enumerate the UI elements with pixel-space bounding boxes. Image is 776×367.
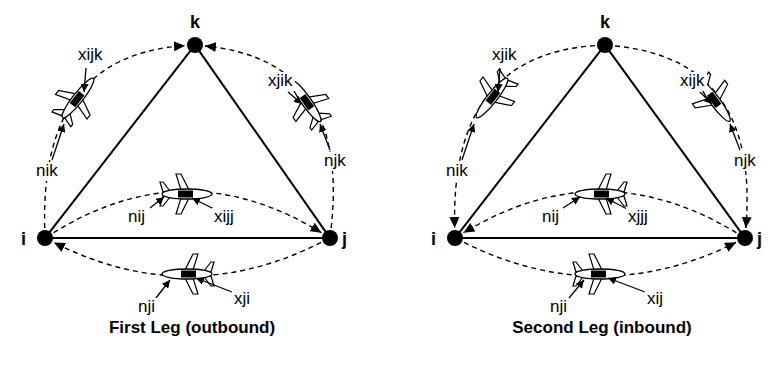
variable-label: xjik bbox=[266, 72, 295, 91]
airplane bbox=[46, 66, 110, 132]
network-link bbox=[198, 50, 326, 233]
variable-label: nij bbox=[126, 208, 147, 227]
variable-label: nij bbox=[540, 208, 561, 227]
variable-label: xijk bbox=[76, 46, 105, 65]
airport-node: i bbox=[37, 230, 53, 246]
airplane bbox=[162, 254, 214, 294]
variable-label: xij bbox=[645, 290, 665, 309]
airplane bbox=[573, 254, 625, 294]
leg-caption: Second Leg (inbound) bbox=[512, 318, 691, 338]
leader-lines bbox=[52, 68, 740, 298]
node-label: k bbox=[600, 13, 610, 31]
airport-node: k bbox=[187, 37, 203, 53]
variable-label: xjik bbox=[490, 46, 519, 65]
airport-node: i bbox=[447, 230, 463, 246]
variable-label: xji bbox=[232, 290, 252, 309]
airport-node: j bbox=[322, 230, 338, 246]
network-link bbox=[459, 50, 602, 234]
variable-label: njk bbox=[322, 152, 348, 171]
node-label: k bbox=[190, 13, 200, 31]
variable-label: nik bbox=[34, 162, 60, 181]
network-link bbox=[51, 237, 324, 239]
variable-label: nji bbox=[548, 298, 569, 317]
variable-label: nik bbox=[444, 162, 470, 181]
network-link bbox=[609, 50, 742, 233]
flight-route bbox=[205, 46, 333, 228]
airplane bbox=[575, 174, 627, 214]
variable-label: nji bbox=[136, 298, 157, 317]
variable-label: xijj bbox=[212, 208, 236, 227]
airplane bbox=[160, 174, 212, 214]
variable-label: xjjj bbox=[626, 208, 650, 227]
flight-route bbox=[615, 46, 747, 228]
leg-caption: First Leg (outbound) bbox=[109, 318, 275, 338]
variable-label: njk bbox=[732, 152, 758, 171]
node-label: j bbox=[342, 230, 347, 248]
node-label: j bbox=[757, 230, 762, 248]
node-label: i bbox=[431, 230, 436, 248]
flight-route bbox=[455, 46, 595, 228]
network-link bbox=[461, 237, 739, 239]
airport-node: k bbox=[597, 37, 613, 53]
airplane bbox=[461, 64, 525, 130]
airport-node: j bbox=[737, 230, 753, 246]
network-link bbox=[49, 50, 192, 234]
node-label: i bbox=[21, 230, 26, 248]
variable-label: xijk bbox=[678, 72, 707, 91]
